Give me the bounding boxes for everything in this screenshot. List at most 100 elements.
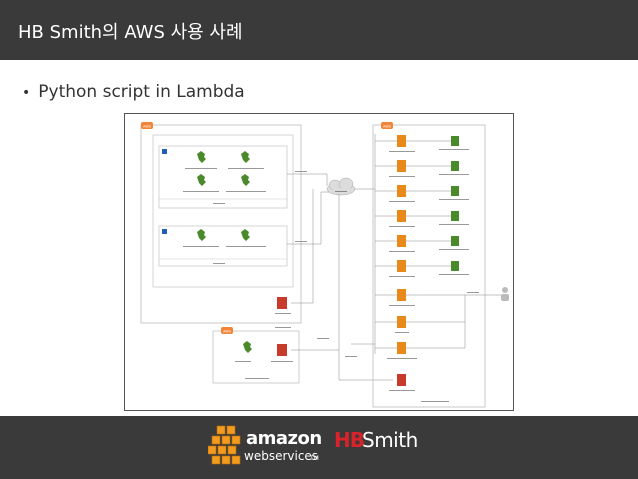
security-group-2	[158, 225, 288, 267]
right-aws-group	[372, 124, 486, 408]
architecture-diagram: AWS	[124, 113, 514, 411]
right-label-lines	[387, 149, 479, 402]
ec2-instance-icon	[197, 174, 206, 186]
bottom-aws-badge-label: AWS	[223, 330, 232, 334]
label-line	[389, 251, 415, 252]
label-line	[395, 332, 409, 333]
label-line	[387, 358, 417, 359]
lambda-function-icon	[397, 160, 406, 172]
label-line	[228, 168, 264, 169]
slide-title: HB Smith의 AWS 사용 사례	[18, 22, 243, 43]
lambda-function-icon	[397, 135, 406, 147]
lock-icon	[162, 229, 167, 234]
lambda-column	[397, 135, 406, 354]
label-line	[439, 174, 469, 175]
target-instance-icon	[451, 211, 459, 221]
webservices-wordmark: webservices	[244, 449, 319, 463]
connector-lines	[287, 134, 393, 381]
aws-cubes-icon	[208, 425, 241, 465]
hbsmith-logo-smith: Smith	[362, 428, 418, 452]
lambda-function-icon	[397, 316, 406, 328]
label-line	[421, 401, 449, 402]
label-line	[226, 246, 266, 247]
lock-icon	[162, 149, 167, 154]
lambda-function-icon	[397, 210, 406, 222]
label-line	[345, 356, 357, 357]
bullet-dot-icon: •	[22, 85, 31, 101]
target-instance-icon	[451, 236, 459, 246]
label-line	[389, 151, 415, 152]
bottom-aws-group	[212, 330, 300, 384]
title-bar: HB Smith의 AWS 사용 사례	[0, 0, 638, 60]
left-vpc-box	[152, 134, 294, 288]
security-group-1	[158, 145, 288, 209]
lambda-function-icon	[397, 260, 406, 272]
label-line	[389, 226, 415, 227]
lambda-function-icon	[397, 289, 406, 301]
ec2-instance-icon	[243, 341, 252, 353]
label-line	[389, 276, 415, 277]
user-icon	[501, 287, 509, 301]
label-line	[317, 338, 329, 339]
hbsmith-logo: HB Smith	[334, 428, 426, 470]
label-line	[245, 378, 269, 379]
aws-logo: amazon webservices TM	[208, 424, 322, 472]
ec2-label-lines	[183, 168, 266, 264]
hbsmith-logo-hb: HB	[334, 428, 365, 452]
target-column	[451, 136, 459, 271]
ec2-instance-icon	[241, 174, 250, 186]
left-aws-badge	[141, 122, 153, 129]
label-line	[439, 249, 469, 250]
internet-cloud-icon	[326, 177, 356, 196]
architecture-diagram-svg: AWS	[140, 122, 509, 408]
bullet-text: Python script in Lambda	[38, 82, 245, 102]
target-instance-icon	[451, 136, 459, 146]
bullet-item: • Python script in Lambda	[22, 82, 245, 102]
bottom-aws-badge	[221, 327, 233, 334]
label-line	[295, 171, 307, 172]
label-line	[275, 313, 291, 314]
target-connectors	[375, 140, 501, 349]
label-line	[226, 191, 266, 192]
lambda-function-icon	[397, 235, 406, 247]
lambda-function-icon	[277, 297, 287, 309]
right-aws-badge	[381, 122, 393, 129]
label-line	[439, 224, 469, 225]
connector-labels	[295, 171, 357, 357]
footer-bar	[0, 416, 638, 479]
trademark-mark: TM	[310, 455, 319, 462]
label-line	[183, 246, 219, 247]
label-line	[439, 199, 469, 200]
lambda-function-icon	[397, 374, 406, 386]
ec2-instance-icon	[197, 151, 206, 163]
label-line	[213, 203, 225, 204]
label-line	[335, 191, 347, 192]
label-line	[213, 263, 225, 264]
ec2-instance-icon	[197, 229, 206, 241]
ec2-instances	[197, 151, 252, 353]
target-instance-icon	[451, 261, 459, 271]
target-instance-icon	[451, 161, 459, 171]
label-line	[439, 149, 469, 150]
amazon-wordmark: amazon	[246, 428, 322, 449]
label-line	[185, 168, 217, 169]
label-line	[271, 361, 293, 362]
label-line	[183, 191, 219, 192]
ec2-instance-icon	[241, 151, 250, 163]
label-line	[389, 201, 415, 202]
right-aws-badge-label: AWS	[383, 125, 392, 129]
label-line	[389, 390, 415, 391]
target-instance-icon	[451, 186, 459, 196]
ec2-instance-icon	[241, 229, 250, 241]
left-aws-group	[140, 124, 302, 324]
label-line	[467, 292, 479, 293]
label-line	[389, 305, 415, 306]
label-line	[275, 327, 291, 328]
label-line	[235, 361, 251, 362]
left-aws-badge-label: AWS	[143, 125, 152, 129]
label-line	[295, 241, 307, 242]
lambda-function-icon	[277, 344, 287, 356]
lambda-function-icon	[397, 185, 406, 197]
label-line	[389, 176, 415, 177]
label-line	[439, 274, 469, 275]
